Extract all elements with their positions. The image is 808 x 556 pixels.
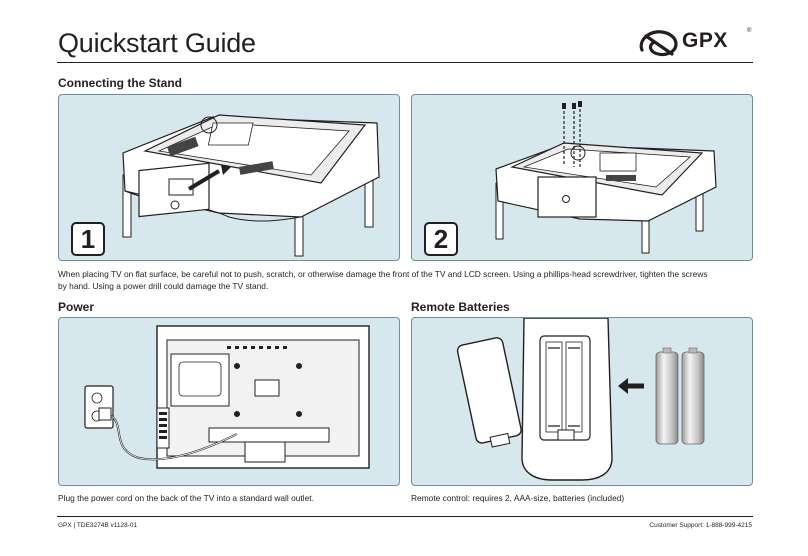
tv-on-table-illustration-icon: [122, 114, 380, 257]
power-panel: [58, 317, 400, 486]
section-heading-batteries: Remote Batteries: [411, 300, 510, 314]
stand-caption: When placing TV on flat surface, be care…: [58, 268, 758, 292]
header-divider: [57, 62, 753, 63]
batteries-panel: [411, 317, 753, 486]
page-title: Quickstart Guide: [58, 28, 256, 58]
gpx-logo-icon: [639, 30, 678, 57]
tv-stand-screws-illustration-icon: [495, 101, 717, 254]
step-number-1: 1: [71, 222, 105, 256]
footer-support: Customer Support: 1-888-999-4215: [649, 522, 752, 529]
stand-step1-panel: 1: [58, 94, 400, 261]
step-number-2: 2: [424, 222, 458, 256]
remote-batteries-illustration-icon: [456, 318, 705, 481]
section-heading-stand: Connecting the Stand: [58, 76, 182, 90]
power-cord-outlet-illustration-icon: [84, 325, 370, 469]
footer-doc-id: GPX | TDE3274B v1128-01: [58, 522, 138, 529]
footer-divider: [57, 516, 753, 517]
power-caption: Plug the power cord on the back of the T…: [58, 493, 314, 503]
logo-registered-mark: ®: [747, 28, 752, 34]
batteries-caption: Remote control: requires 2, AAA-size, ba…: [411, 493, 625, 503]
stand-step2-panel: 2: [411, 94, 753, 261]
stand-caption-line-1: When placing TV on flat surface, be care…: [58, 269, 708, 279]
logo-text: GPX: [682, 29, 728, 52]
stand-caption-line-2: by hand. Using a power drill could damag…: [58, 281, 269, 291]
section-heading-power: Power: [58, 300, 95, 314]
